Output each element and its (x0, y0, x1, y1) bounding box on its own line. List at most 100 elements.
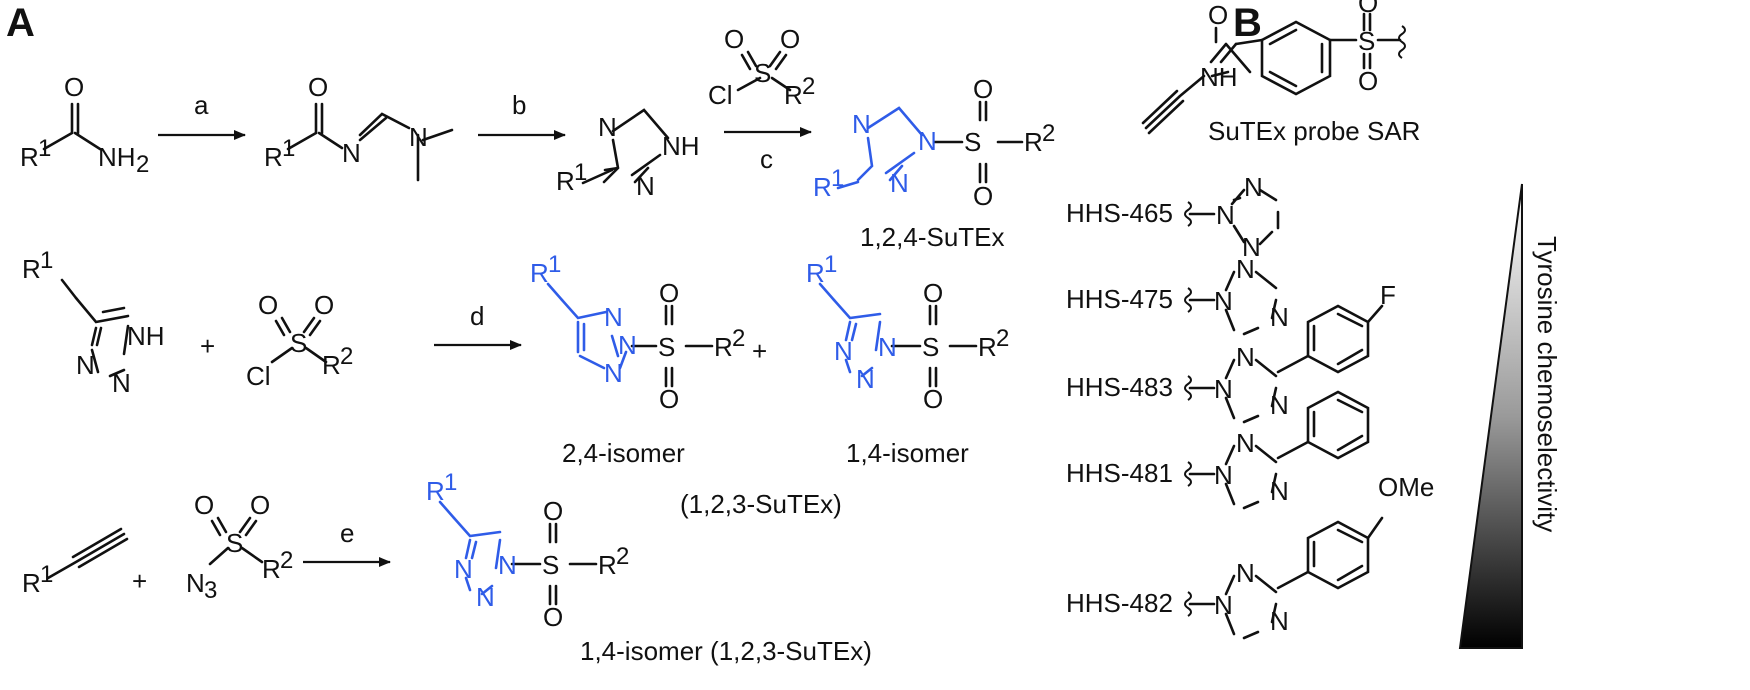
i14-o2: O (923, 384, 943, 414)
probe-o2: O (1358, 66, 1378, 96)
panel-label-b: B (1233, 1, 1262, 45)
pe-n2: N (454, 554, 473, 584)
i24-s: S (658, 332, 675, 362)
p124-o1: O (973, 74, 993, 104)
i24-r2-sup: 2 (732, 325, 745, 352)
pe-o1: O (543, 496, 563, 526)
sc-top-o2: O (780, 24, 800, 54)
i14-s: S (922, 332, 939, 362)
product-e-structure: R 1 N N N S O O R 2 (426, 469, 629, 632)
p124-s: S (964, 127, 981, 157)
p124-r1: R (813, 172, 832, 202)
probe-s: S (1358, 26, 1375, 56)
atom-n: N (1236, 558, 1255, 588)
compound-name: HHS-483 (1066, 372, 1173, 402)
i14-o1: O (923, 278, 943, 308)
t123-r: R (22, 254, 41, 284)
sc2-r-sup: 2 (340, 343, 353, 370)
pe-r2: R (598, 550, 617, 580)
amide-structure: R 1 O NH 2 (20, 72, 149, 178)
t123-n1: N (76, 350, 95, 380)
compound-hhs-481: HHS-481 N N N (1066, 390, 1370, 510)
product-124-structure: N N N S O O R 2 R 1 (813, 74, 1055, 211)
step-a-label: a (194, 90, 209, 120)
plus-3: + (132, 566, 147, 596)
i24-n3: N (604, 358, 623, 388)
group-123-label: (1,2,3-SuTEx) (680, 489, 842, 519)
step-e-label: e (340, 518, 354, 548)
step-b-label: b (512, 90, 526, 120)
atom-n: N (1270, 606, 1289, 636)
alkyne-r: R (22, 568, 41, 598)
probe-o: O (1208, 0, 1228, 30)
t123-n2: N (112, 368, 131, 398)
probe-o1: O (1358, 0, 1378, 18)
compound-name: HHS-465 (1066, 198, 1173, 228)
amidine-n1: N (342, 138, 361, 168)
pe-r2-sup: 2 (616, 543, 629, 570)
i14-n1: N (878, 332, 897, 362)
panel-label-a: A (6, 1, 35, 45)
amide-r: R (20, 142, 39, 172)
sc-top-r: R (784, 80, 803, 110)
amidine-structure: R 1 O N N (264, 72, 454, 182)
atom-n: N (1216, 200, 1235, 230)
pe-s: S (542, 550, 559, 580)
atom-n: N (1270, 302, 1289, 332)
amidine-r-sup: 1 (282, 135, 295, 162)
amide-o: O (64, 72, 84, 102)
atom-n: N (1236, 342, 1255, 372)
amidine-r: R (264, 142, 283, 172)
isomer-14-name: 1,4-isomer (846, 438, 969, 468)
az-r-sup: 2 (280, 547, 293, 574)
atom-n: N (1214, 460, 1233, 490)
alkyne-structure: R 1 (22, 527, 129, 598)
p124-o2: O (973, 181, 993, 211)
sc2-r: R (322, 350, 341, 380)
selectivity-gradient-wedge (1458, 183, 1523, 649)
i14-n3: N (856, 364, 875, 394)
p124-n1: N (918, 126, 937, 156)
compound-hhs-483: HHS-483 N N N F (1066, 280, 1396, 424)
pe-r1: R (426, 476, 445, 506)
i14-r1: R (806, 258, 825, 288)
pe-o2: O (543, 602, 563, 632)
pe-r1-sup: 1 (444, 469, 457, 496)
pe-n3: N (476, 582, 495, 612)
sulfonyl-chloride-row2: O O S Cl R 2 (246, 290, 353, 391)
pe-n1: N (498, 550, 517, 580)
alkyne-r-sup: 1 (40, 561, 53, 588)
i14-r2-sup: 2 (996, 325, 1009, 352)
triazole124-n2: N (636, 171, 655, 201)
atom-n: N (1214, 374, 1233, 404)
atom-n: N (1242, 232, 1261, 262)
atom-n: N (1236, 428, 1255, 458)
compound-name: HHS-482 (1066, 588, 1173, 618)
plus-1: + (200, 331, 215, 361)
i14-r1-sup: 1 (824, 251, 837, 278)
compound-name: HHS-481 (1066, 458, 1173, 488)
step-c-label: c (760, 144, 773, 174)
sc2-s: S (290, 328, 307, 358)
substituent-ome: OMe (1378, 472, 1434, 502)
product-124-name: 1,2,4-SuTEx (860, 222, 1005, 252)
i24-r1: R (530, 258, 549, 288)
i24-n1: N (604, 302, 623, 332)
atom-n: N (1214, 590, 1233, 620)
triazole124-nh: NH (662, 131, 700, 161)
t123-nh: NH (127, 321, 165, 351)
atom-n: N (1270, 476, 1289, 506)
amidine-o: O (308, 72, 328, 102)
az-o2: O (250, 490, 270, 520)
i24-o2: O (659, 384, 679, 414)
i24-o1: O (659, 278, 679, 308)
amidine-n2: N (409, 122, 428, 152)
isomer-24-structure: R 1 N N N S O O R 2 (530, 251, 745, 414)
amide-nh-sub: 2 (136, 151, 149, 178)
isomer-24-name: 2,4-isomer (562, 438, 685, 468)
triazole124-n: N (598, 112, 617, 142)
p124-r2-sup: 2 (1042, 120, 1055, 147)
triazole-123-structure: R 1 NH N N (22, 247, 165, 398)
gradient-label: Tyrosine chemoselectivity (1532, 236, 1562, 532)
